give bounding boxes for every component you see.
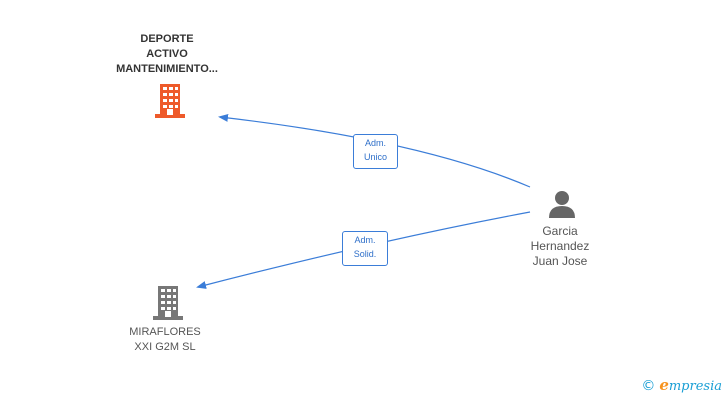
building-icon[interactable]	[152, 286, 184, 320]
person-line3: Juan Jose	[532, 254, 588, 268]
company-main-line2: ACTIVO	[146, 48, 188, 60]
company-2-line2: XXI G2M SL	[134, 341, 196, 353]
person-icon[interactable]	[547, 189, 577, 219]
edge-label-line1: Adm.	[354, 235, 376, 245]
person-line1: Garcia	[542, 224, 578, 238]
company-2-line1: MIRAFLORES	[129, 326, 201, 338]
company-main-name[interactable]: DEPORTE ACTIVO MANTENIMIENTO...	[92, 32, 242, 77]
person-line2: Hernandez	[530, 239, 590, 253]
brand-logo: ©empresia	[641, 376, 722, 394]
company-2-name[interactable]: MIRAFLORES XXI G2M SL	[100, 325, 230, 355]
brand-e: e	[659, 376, 669, 394]
company-main-line1: DEPORTE	[140, 33, 194, 45]
edge-label-adm-solid[interactable]: Adm. Solid.	[342, 231, 388, 266]
edge-label-adm-unico[interactable]: Adm. Unico	[353, 134, 398, 169]
copyright-icon: ©	[641, 378, 656, 394]
edge-label-line2: Unico	[363, 152, 387, 162]
brand-rest: mpresia	[668, 379, 722, 394]
building-icon[interactable]	[154, 84, 186, 118]
edge-label-line2: Solid.	[353, 249, 377, 259]
company-main-line3: MANTENIMIENTO...	[116, 63, 218, 75]
person-name[interactable]: Garcia Hernandez Juan Jose	[505, 224, 615, 269]
edge-label-line1: Adm.	[364, 138, 386, 148]
